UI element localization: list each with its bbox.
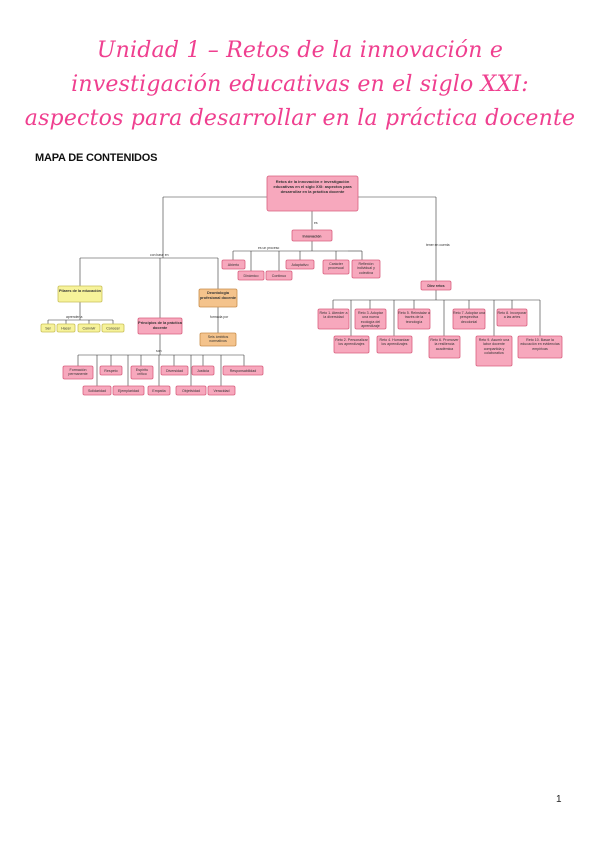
principio-objetividad-label: Objetividad bbox=[182, 389, 200, 393]
deontologia-node: Deontología profesional docente bbox=[198, 288, 238, 308]
dinamico-node: Dinámico bbox=[237, 270, 265, 281]
map-edges bbox=[47, 196, 541, 386]
principio-responsabilidad-label: Responsabilidad bbox=[230, 369, 257, 373]
principio-empatia-label: Empatía bbox=[152, 389, 165, 393]
reto-1-node: Reto 1. Atender a la diversidad bbox=[317, 308, 350, 330]
diez-retos-label: Diez retos bbox=[427, 284, 444, 288]
link-label-aprender-a: aprender a bbox=[66, 315, 83, 319]
principio-objetividad-node: Objetividad bbox=[175, 385, 207, 396]
reflexion-node: Reflexión individual y colectiva bbox=[351, 259, 381, 279]
reto-7-label: Reto 7. Adoptar una perspectiva decoloni… bbox=[453, 311, 485, 324]
convivir-label: Convivir bbox=[83, 327, 97, 331]
innovacion-node: Innovación bbox=[291, 229, 333, 242]
principios-node: Principios de la práctica docente bbox=[137, 317, 183, 335]
link-label-tener-en-cuenta: tener en cuenta bbox=[426, 243, 450, 247]
reto-8-node: Reto 8. Incorporar a las artes bbox=[496, 308, 528, 327]
reflexion-label: Reflexión individual y colectiva bbox=[357, 262, 375, 275]
principio-ejemplaridad-label: Ejemplaridad bbox=[118, 389, 139, 393]
reto-10-node: Reto 10. Basar la educación en evidencia… bbox=[517, 335, 563, 359]
reto-4-node: Reto 4. Humanizar los aprendizajes bbox=[376, 335, 413, 354]
section-heading: MAPA DE CONTENIDOS bbox=[35, 152, 158, 164]
convivir-node: Convivir bbox=[77, 323, 101, 333]
principio-formacion-label: Formación permanente bbox=[68, 368, 88, 377]
principios-row2: Solidaridad Ejemplaridad Empatía Objetiv… bbox=[82, 385, 236, 396]
adaptativo-label: Adaptativo bbox=[292, 263, 309, 267]
root-node: Retos de la innovación e investigación e… bbox=[266, 175, 359, 212]
reto-5-node: Reto 5. Reinstalar a través de la tecnol… bbox=[397, 308, 431, 330]
reto-8-label: Reto 8. Incorporar a las artes bbox=[497, 311, 527, 320]
retos-bottom-row: Reto 2. Personalizar los aprendizajes Re… bbox=[333, 335, 563, 367]
principio-veracidad-node: Veracidad bbox=[207, 385, 236, 396]
seis-ambitos-node: Seis ámbitos normativos bbox=[199, 332, 237, 347]
link-label-con-base-en: con base en bbox=[150, 253, 169, 257]
abierto-label: Abierto bbox=[228, 263, 239, 267]
principio-veracidad-label: Veracidad bbox=[214, 389, 230, 393]
link-label-es-un-proceso: es un proceso bbox=[258, 246, 279, 250]
page-title: Unidad 1 – Retos de la innovación e inve… bbox=[24, 38, 576, 131]
principio-empatia-node: Empatía bbox=[147, 385, 171, 396]
principios-row1: Formación permanente Respeto Espíritu cr… bbox=[62, 365, 264, 380]
reto-9-label: Reto 9. Asumir una labor docente compart… bbox=[478, 338, 510, 356]
reto-7-node: Reto 7. Adoptar una perspectiva decoloni… bbox=[452, 308, 486, 330]
seis-ambitos-label: Seis ámbitos normativos bbox=[207, 335, 229, 344]
principio-formacion-node: Formación permanente bbox=[62, 365, 94, 380]
reto-2-label: Reto 2. Personalizar los aprendizajes bbox=[335, 338, 368, 347]
link-label-son: son bbox=[156, 349, 162, 353]
link-label-es: es bbox=[314, 221, 318, 225]
principios-label: Principios de la práctica docente bbox=[138, 321, 182, 330]
caracter-procesual-label: Carácter procesual bbox=[328, 262, 344, 271]
deontologia-label: Deontología profesional docente bbox=[199, 291, 237, 300]
principio-espiritu-label: Espíritu crítico bbox=[135, 368, 149, 377]
root-node-label: Retos de la innovación e investigación e… bbox=[273, 179, 352, 194]
reto-1-label: Reto 1. Atender a la diversidad bbox=[319, 311, 348, 320]
continuo-label: Continuo bbox=[272, 274, 286, 278]
reto-2-node: Reto 2. Personalizar los aprendizajes bbox=[333, 335, 370, 354]
reto-10-label: Reto 10. Basar la educación en evidencia… bbox=[520, 338, 560, 351]
principio-solidaridad-node: Solidaridad bbox=[82, 385, 112, 396]
principio-solidaridad-label: Solidaridad bbox=[88, 389, 106, 393]
reto-3-node: Reto 3. Adoptar una nueva ecología del a… bbox=[354, 308, 387, 330]
reto-4-label: Reto 4. Humanizar los aprendizajes bbox=[379, 338, 410, 347]
principio-respeto-label: Respeto bbox=[104, 369, 117, 373]
conocer-label: Conocer bbox=[106, 327, 120, 331]
pilares-label: Pilares de la educación bbox=[59, 289, 101, 293]
principio-ejemplaridad-node: Ejemplaridad bbox=[112, 385, 145, 396]
hacer-label: Hacer bbox=[61, 327, 71, 331]
adaptativo-node: Adaptativo bbox=[285, 259, 315, 270]
conocer-node: Conocer bbox=[101, 323, 125, 333]
principio-diversidad-node: Diversidad bbox=[160, 365, 189, 376]
principio-responsabilidad-node: Responsabilidad bbox=[222, 365, 264, 376]
principio-justicia-label: Justicia bbox=[197, 369, 209, 373]
hacer-node: Hacer bbox=[56, 323, 76, 333]
pilares-node: Pilares de la educación bbox=[57, 285, 103, 303]
abierto-node: Abierto bbox=[221, 259, 246, 270]
page-number: 1 bbox=[556, 794, 562, 805]
continuo-node: Continuo bbox=[265, 270, 293, 281]
caracter-procesual-node: Carácter procesual bbox=[322, 259, 350, 275]
diez-retos-node: Diez retos bbox=[420, 280, 452, 291]
principio-diversidad-label: Diversidad bbox=[166, 369, 183, 373]
reto-6-node: Reto 6. Promover la resiliencia académic… bbox=[428, 335, 461, 359]
principio-justicia-node: Justicia bbox=[191, 365, 215, 376]
reto-5-label: Reto 5. Reinstalar a través de la tecnol… bbox=[398, 311, 430, 324]
dinamico-label: Dinámico bbox=[244, 274, 259, 278]
link-label-formada-por: formada por bbox=[210, 315, 229, 319]
principio-espiritu-node: Espíritu crítico bbox=[130, 365, 154, 380]
principio-respeto-node: Respeto bbox=[99, 365, 123, 376]
reto-6-label: Reto 6. Promover la resiliencia académic… bbox=[430, 338, 459, 351]
reto-3-label: Reto 3. Adoptar una nueva ecología del a… bbox=[358, 311, 383, 329]
retos-top-row: Reto 1. Atender a la diversidad Reto 3. … bbox=[317, 308, 528, 330]
ser-node: Ser bbox=[40, 323, 56, 333]
ser-label: Ser bbox=[45, 327, 51, 331]
innovacion-label: Innovación bbox=[303, 235, 322, 239]
reto-9-node: Reto 9. Asumir una labor docente compart… bbox=[475, 335, 513, 367]
